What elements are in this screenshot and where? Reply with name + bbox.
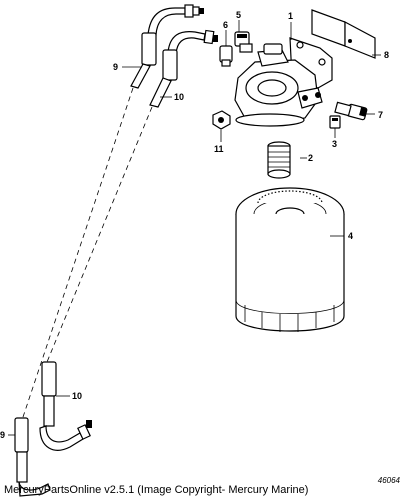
copyright-footer: MercuryPartsOnline v2.5.1 (Image Copyrig… — [4, 484, 309, 496]
callout-8: 8 — [384, 50, 389, 60]
callout-9-top: 9 — [113, 62, 118, 72]
callout-10-top: 10 — [174, 92, 184, 102]
fitting-7 — [334, 101, 368, 121]
fitting-5 — [234, 31, 253, 53]
fuel-line-10-upper — [149, 29, 218, 108]
callout-11: 11 — [214, 144, 224, 154]
fitting-6 — [219, 45, 233, 67]
threaded-nipple-2 — [267, 141, 291, 179]
drawing-number: 46064 — [377, 476, 400, 485]
leader-lines — [8, 20, 381, 436]
fuel-line-10-lower — [39, 361, 92, 451]
callout-10-bottom: 10 — [72, 391, 82, 401]
callout-2: 2 — [308, 153, 313, 163]
callout-5: 5 — [236, 10, 241, 20]
filter-head-body — [234, 43, 323, 127]
nut-11 — [212, 110, 231, 130]
callout-7: 7 — [378, 110, 383, 120]
callout-4: 4 — [348, 231, 353, 241]
callout-3: 3 — [332, 139, 337, 149]
callout-9-bottom: 9 — [0, 430, 5, 440]
fuel-line-9-upper — [130, 4, 204, 89]
callout-1: 1 — [288, 11, 293, 21]
plug-3 — [329, 115, 341, 129]
callout-6: 6 — [223, 20, 228, 30]
fuel-filter-4 — [235, 187, 345, 332]
dashed-routing-lines — [21, 87, 153, 421]
